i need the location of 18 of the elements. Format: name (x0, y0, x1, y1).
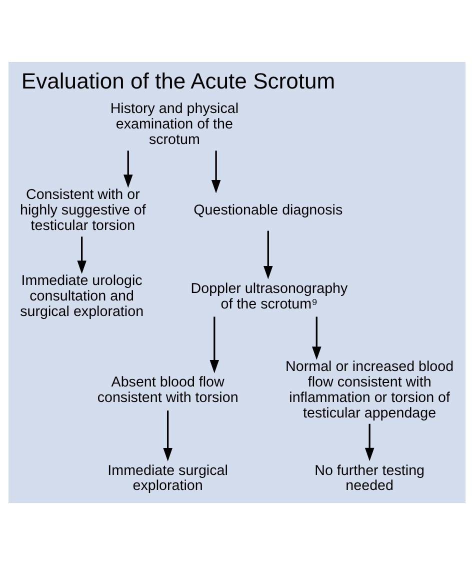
arrow (364, 424, 374, 462)
node-text: Absent blood flow consistent with torsion (97, 374, 238, 406)
node-text: Consistent with or highly suggestive of testicular torsion (20, 187, 146, 234)
arrow (211, 150, 221, 194)
node-text: Questionable diagnosis (194, 202, 343, 219)
arrow (210, 316, 220, 374)
diagram-title: Evaluation of the Acute Scrotum (21, 68, 336, 94)
arrow (312, 316, 322, 360)
node-text: Normal or increased blood flow consistent with inflammation or torsion of testicular appendage (286, 359, 454, 422)
node-text: Immediate urologic consultation and surgical exploration (20, 273, 144, 320)
node-text: No further testing needed (314, 462, 425, 494)
node-text: Immediate surgical exploration (108, 462, 228, 494)
arrow (123, 150, 133, 188)
arrow (77, 236, 86, 274)
node-text: Doppler ultrasonography of the scrotum⁹ (190, 280, 348, 312)
arrow (163, 410, 172, 462)
arrow (264, 230, 273, 280)
node-text: History and physical examination of the scrotum (110, 101, 239, 148)
